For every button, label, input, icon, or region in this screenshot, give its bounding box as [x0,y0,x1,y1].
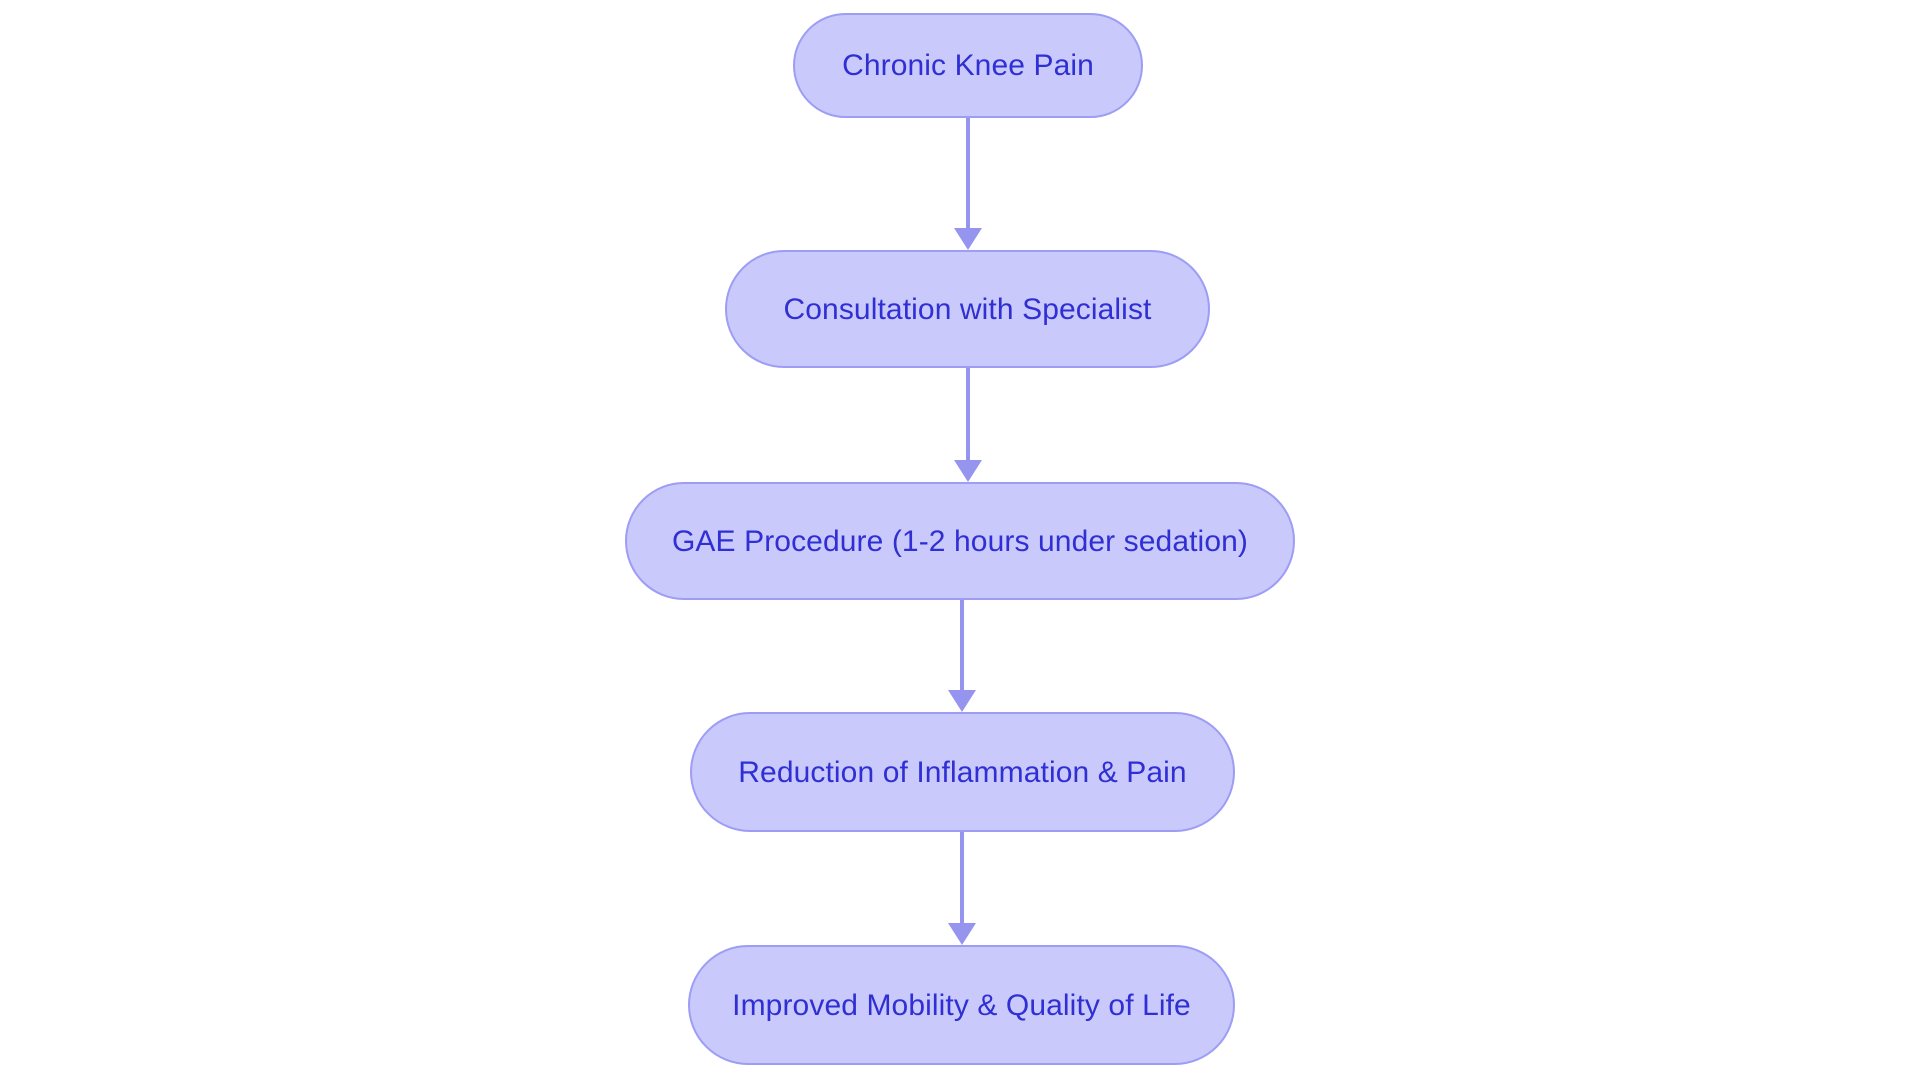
flow-node-label: Chronic Knee Pain [842,49,1094,82]
flow-node-improved-mobility[interactable]: Improved Mobility & Quality of Life [688,945,1235,1065]
flow-node-consultation-specialist[interactable]: Consultation with Specialist [725,250,1210,368]
edge-reduction-inflammation-to-improved-mobility [948,832,976,945]
flow-node-gae-procedure[interactable]: GAE Procedure (1-2 hours under sedation) [625,482,1295,600]
edge-chronic-knee-pain-to-consultation-specialist [954,118,982,250]
flow-node-label: Consultation with Specialist [783,292,1152,326]
flow-node-label: Improved Mobility & Quality of Life [732,988,1191,1022]
flow-node-label: Reduction of Inflammation & Pain [738,755,1187,789]
flow-node-label: GAE Procedure (1-2 hours under sedation) [672,524,1248,558]
edge-gae-procedure-to-reduction-inflammation [948,600,976,712]
flow-node-chronic-knee-pain[interactable]: Chronic Knee Pain [793,13,1143,118]
edge-consultation-specialist-to-gae-procedure [954,368,982,482]
flow-node-reduction-inflammation[interactable]: Reduction of Inflammation & Pain [690,712,1235,832]
